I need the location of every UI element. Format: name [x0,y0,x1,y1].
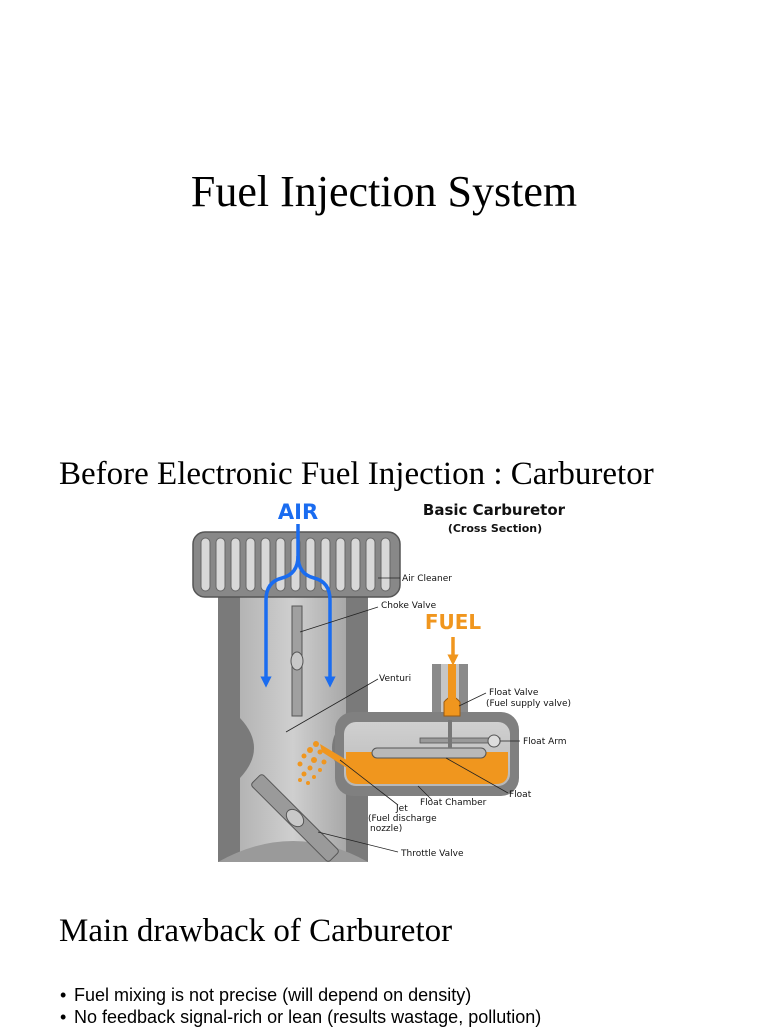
label-jet: Jet [395,804,408,814]
air-cleaner-rib [260,537,271,592]
air-cleaner-rib [365,537,376,592]
drawback-bullet-list: Fuel mixing is not precise (will depend … [60,984,541,1028]
choke-valve [290,605,304,717]
fuel-droplet [307,765,313,771]
air-cleaner-rib [380,537,391,592]
label-throttle-valve: Throttle Valve [400,849,464,859]
air-label: AIR [278,500,318,524]
fuel-droplet [312,775,316,779]
label-float: Float [509,790,532,800]
fuel-droplet [301,771,307,777]
air-cleaner-rib [215,537,226,592]
page-title: Fuel Injection System [190,167,578,216]
label-float-valve: Float Valve [489,688,539,698]
fuel-droplets [297,741,327,785]
air-cleaner-rib [350,537,361,592]
fuel-droplet [317,749,323,755]
label-jet-sub2: nozzle) [370,824,402,834]
diagram-subheading: (Cross Section) [448,522,542,535]
fuel-droplet [313,741,319,747]
air-cleaner-rib [230,537,241,592]
fuel-droplet [307,747,313,753]
diagram-heading: Basic Carburetor [423,501,566,519]
fuel-droplet [321,759,327,765]
carburetor-slide-title: Before Electronic Fuel Injection : Carbu… [59,456,654,492]
fuel-label: FUEL [425,610,482,634]
fuel-droplet [297,761,303,767]
label-jet-sub1: (Fuel discharge [368,814,437,824]
label-float-chamber: Float Chamber [420,798,487,808]
fuel-droplet [306,781,310,785]
throttle-valve [251,774,339,862]
label-choke-valve: Choke Valve [381,601,437,611]
float-chamber [320,664,519,796]
air-cleaner-rib [200,537,211,592]
fuel-droplet [298,778,302,782]
air-cleaner-rib [335,537,346,592]
fuel-droplet [311,757,317,763]
drawback-slide-title: Main drawback of Carburetor [59,913,453,949]
fuel-droplet [318,768,322,772]
air-cleaner-rib [305,537,316,592]
list-item: Fuel mixing is not precise (will depend … [60,984,541,1006]
air-flow-arrows [260,524,336,688]
label-float-valve-sub: (Fuel supply valve) [486,699,571,709]
leader-lines [285,577,520,853]
label-float-arm: Float Arm [523,737,567,747]
label-venturi: Venturi [379,674,411,684]
air-cleaner-rib [320,537,331,592]
air-cleaner-rib [245,537,256,592]
list-item: No feedback signal-rich or lean (results… [60,1006,541,1028]
fuel-droplet [301,753,307,759]
label-air-cleaner: Air Cleaner [402,574,452,584]
air-cleaner-rib [275,537,286,592]
